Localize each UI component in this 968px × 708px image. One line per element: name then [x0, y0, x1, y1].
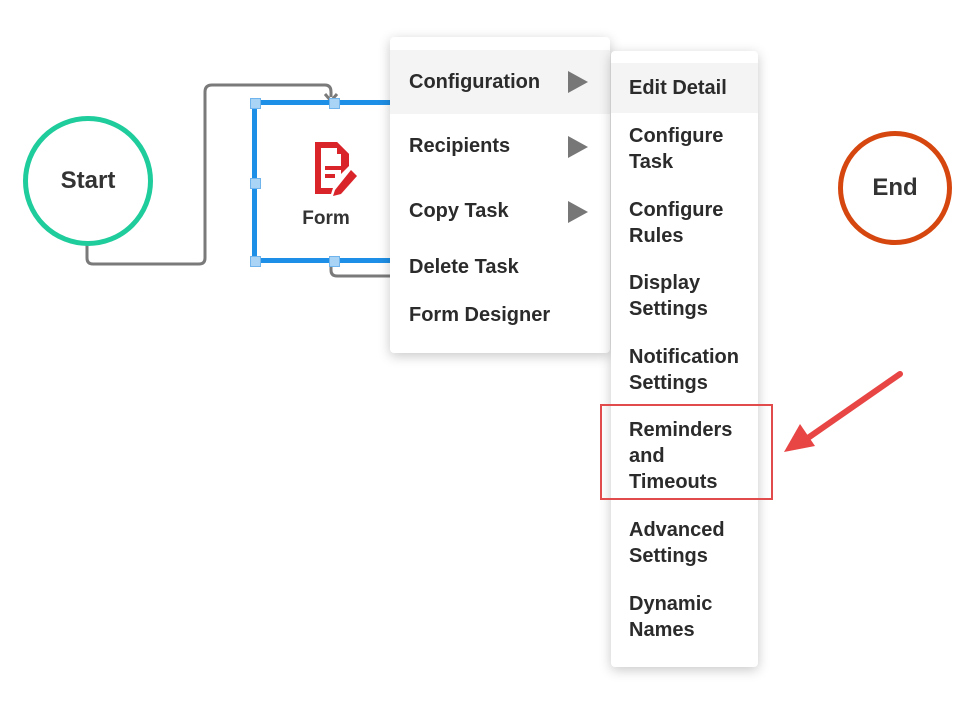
annotation-arrowhead	[784, 424, 815, 452]
submenu-item-label: Advanced Settings	[629, 519, 725, 567]
submenu-item-advanced-settings[interactable]: Advanced Settings	[611, 517, 739, 569]
form-task-label: Form	[302, 208, 350, 229]
submenu-item-label: Configure Rules	[629, 199, 724, 247]
selection-handle[interactable]	[250, 256, 261, 267]
annotation-highlight-box	[600, 404, 773, 500]
submenu-arrow-icon	[568, 136, 588, 158]
end-label: End	[872, 174, 918, 201]
context-menu: Configuration Recipients Copy Task Delet…	[390, 37, 610, 353]
submenu-item-configure-task[interactable]: Configure Task	[611, 123, 731, 175]
annotation-arrow	[802, 371, 903, 443]
menu-item-label: Configuration	[409, 71, 541, 93]
connector-form-out	[329, 260, 392, 278]
form-icon	[315, 142, 357, 196]
submenu-arrow-icon	[568, 201, 588, 223]
selection-handle[interactable]	[250, 98, 261, 109]
menu-item-configuration[interactable]: Configuration	[390, 50, 610, 114]
configuration-submenu: Edit Detail Configure Task Configure Rul…	[611, 51, 758, 667]
menu-item-delete-task[interactable]: Delete Task	[390, 254, 610, 280]
start-node[interactable]: Start	[23, 116, 153, 246]
selection-handle[interactable]	[250, 178, 261, 189]
submenu-arrow-icon	[568, 71, 588, 93]
menu-item-label: Form Designer	[409, 304, 551, 326]
menu-item-recipients[interactable]: Recipients	[390, 133, 610, 159]
menu-item-form-designer[interactable]: Form Designer	[390, 302, 610, 328]
submenu-item-label: Notification Settings	[629, 346, 739, 394]
menu-item-label: Copy Task	[409, 200, 509, 222]
submenu-item-label: Display Settings	[629, 272, 708, 320]
submenu-item-display-settings[interactable]: Display Settings	[611, 270, 711, 322]
selection-handle[interactable]	[329, 98, 340, 109]
form-task-node[interactable]: Form	[250, 98, 402, 267]
selection-handle[interactable]	[329, 256, 340, 267]
submenu-item-label: Edit Detail	[629, 77, 727, 99]
submenu-item-reminders-and-timeouts[interactable]: Reminders and Timeouts	[611, 417, 739, 495]
start-label: Start	[60, 167, 116, 194]
menu-item-copy-task[interactable]: Copy Task	[390, 198, 610, 224]
submenu-item-label: Reminders and Timeouts	[629, 419, 733, 493]
end-node[interactable]: End	[838, 131, 952, 245]
connector-start-to-form	[85, 83, 333, 266]
menu-item-label: Delete Task	[409, 256, 519, 278]
submenu-item-label: Configure Task	[629, 125, 724, 173]
submenu-item-configure-rules[interactable]: Configure Rules	[611, 197, 731, 249]
menu-item-label: Recipients	[409, 135, 511, 157]
submenu-item-edit-detail[interactable]: Edit Detail	[611, 63, 758, 113]
submenu-item-notification-settings[interactable]: Notification Settings	[611, 344, 751, 396]
submenu-item-label: Dynamic Names	[629, 593, 713, 641]
submenu-item-dynamic-names[interactable]: Dynamic Names	[611, 591, 731, 643]
